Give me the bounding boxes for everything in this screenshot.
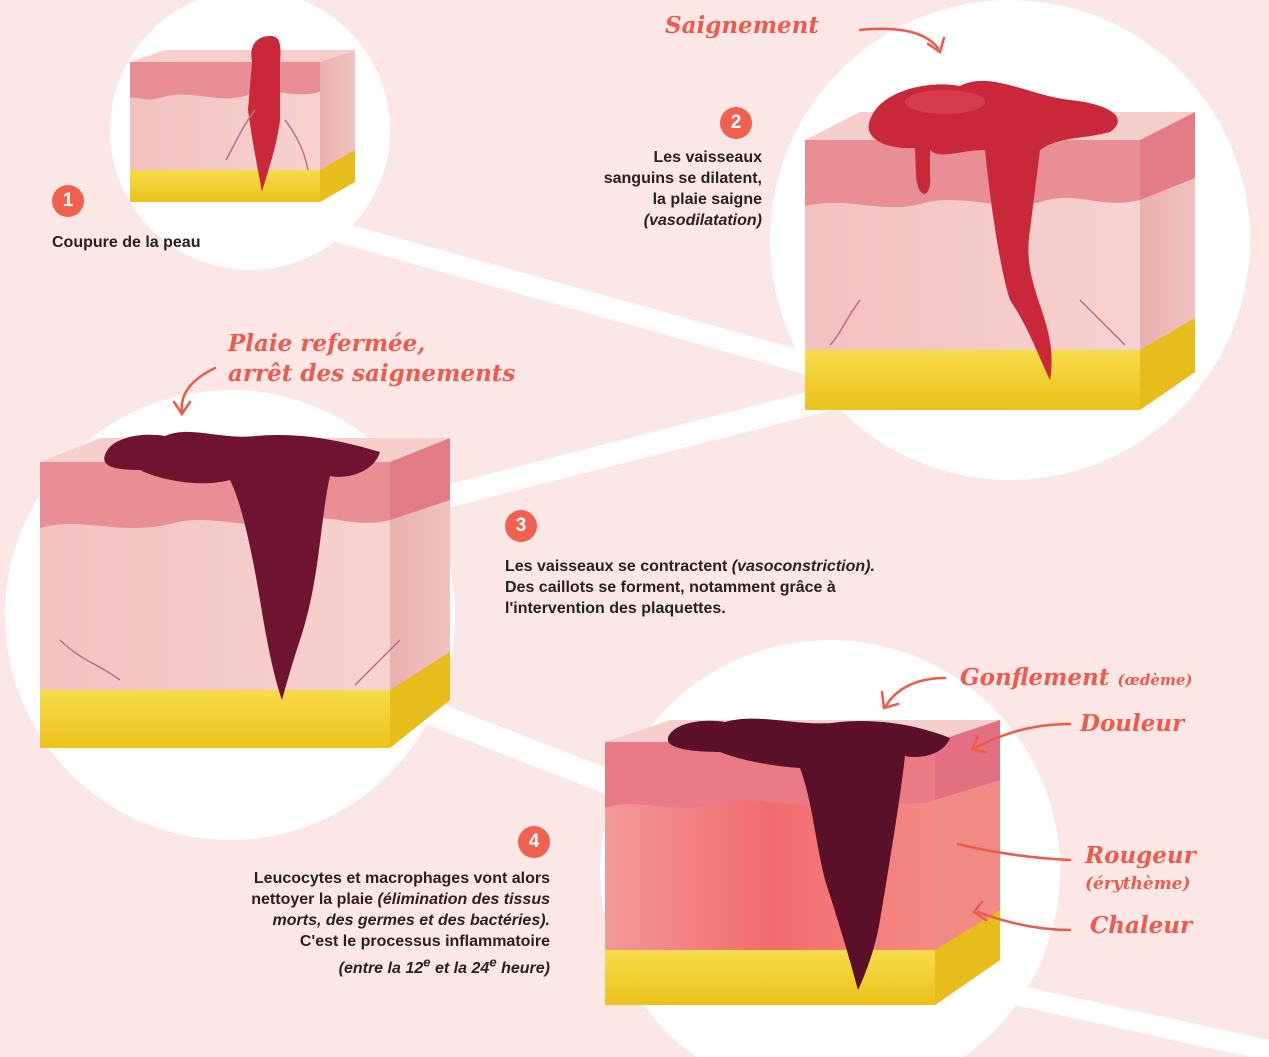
step-3-text: Les vaisseaux se contractent (vasoconstr… [505, 556, 1105, 619]
step-2-italic: (vasodilatation) [480, 210, 762, 231]
label-plaie-refermee: Plaie refermée, [228, 330, 425, 358]
step-3-line: l'intervention des plaquettes. [505, 598, 1105, 619]
step-4-line: morts, des germes et des bactéries). [40, 910, 550, 931]
step-2-text: Les vaisseaux sanguins se dilatent, la p… [480, 147, 762, 231]
step-1-text: Coupure de la peau [52, 232, 200, 253]
step-2-line: la plaie saigne [480, 189, 762, 210]
step-2-badge: 2 [720, 107, 752, 139]
label-erytheme: (érythème) [1085, 870, 1191, 898]
step-1-badge: 1 [52, 185, 84, 217]
label-douleur: Douleur [1080, 710, 1184, 738]
step-4-line: nettoyer la plaie (élimination des tissu… [40, 889, 550, 910]
step-3-badge: 3 [505, 510, 537, 542]
step-2-line: sanguins se dilatent, [480, 168, 762, 189]
skin-block-cut [130, 36, 355, 202]
label-arret-saignements: arrêt des saignements [228, 360, 515, 388]
label-chaleur: Chaleur [1090, 912, 1192, 940]
step-4-text: Leucocytes et macrophages vont alors net… [40, 868, 550, 979]
skin-block-clot [40, 432, 450, 748]
step-4-line: C'est le processus inflammatoire [40, 931, 550, 952]
skin-block-bleeding [805, 81, 1195, 410]
step-3-line: Les vaisseaux se contractent (vasoconstr… [505, 556, 1105, 577]
step-4-line: (entre la 12e et la 24e heure) [40, 952, 550, 979]
step-2-line: Les vaisseaux [480, 147, 762, 168]
label-gonflement: Gonflement (œdème) [960, 664, 1192, 694]
skin-block-inflammation [605, 719, 1000, 1005]
step-4-line: Leucocytes et macrophages vont alors [40, 868, 550, 889]
step-3-line: Des caillots se forment, notamment grâce… [505, 577, 1105, 598]
label-rougeur: Rougeur [1085, 842, 1196, 870]
step-4-badge: 4 [518, 826, 550, 858]
label-saignement: Saignement [665, 12, 819, 40]
